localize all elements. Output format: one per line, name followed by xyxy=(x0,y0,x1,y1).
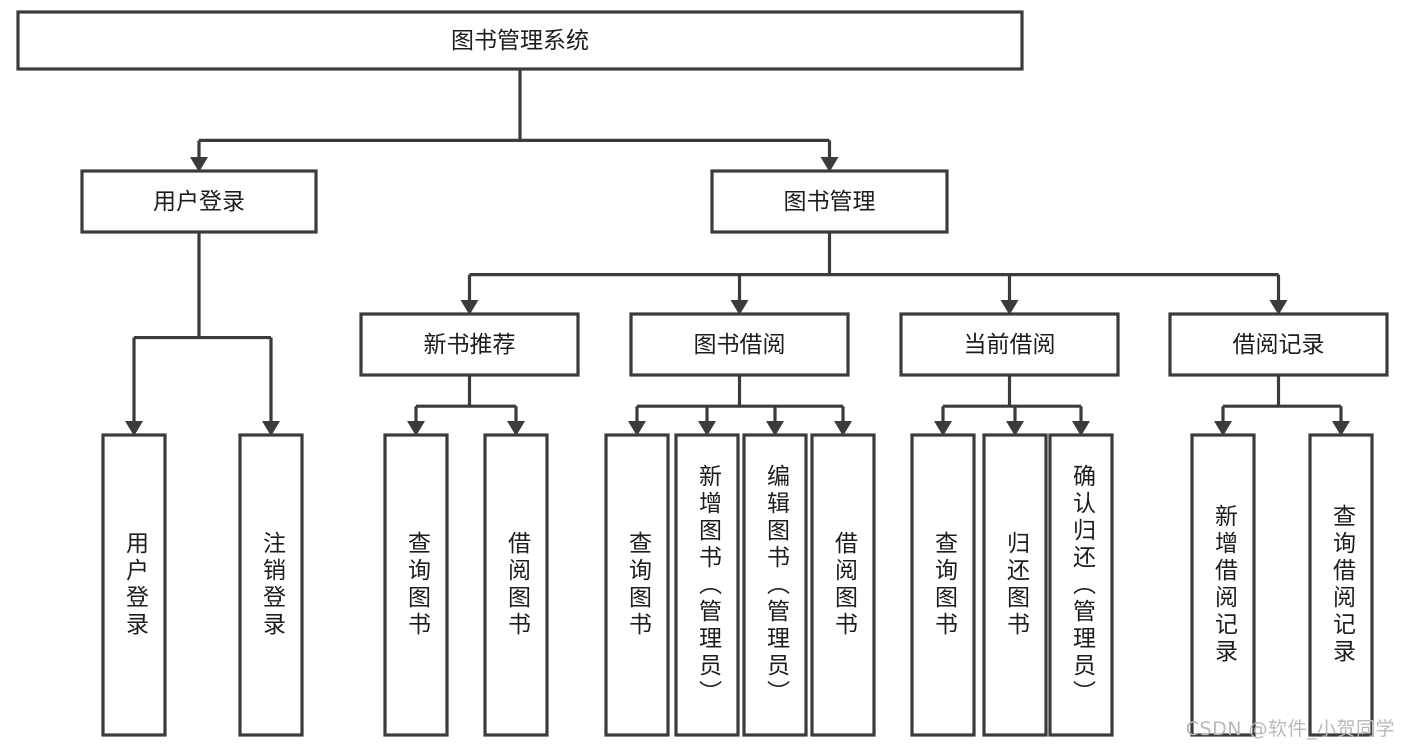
arrow-head-icon xyxy=(1072,421,1090,436)
node-box-leaf-query-book-3[interactable] xyxy=(910,433,976,737)
node-label-wrap-leaf-return-book: 归还图书 xyxy=(984,435,1046,735)
node-box-leaf-query-book-1[interactable] xyxy=(383,433,449,737)
arrow-head-icon xyxy=(934,421,952,436)
node-label-wrap-leaf-add-record: 新增借阅记录 xyxy=(1192,435,1254,735)
node-label-leaf-add-book: 新增图书（管理员） xyxy=(694,463,721,707)
arrow-head-icon xyxy=(1269,300,1288,315)
node-label-leaf-query-book-1: 查询图书 xyxy=(403,531,430,639)
arrow-head-icon xyxy=(1332,421,1350,436)
node-label-leaf-borrow-book-1: 借阅图书 xyxy=(503,531,530,639)
node-label-wrap-leaf-query-book-1: 查询图书 xyxy=(385,435,447,735)
watermark-text: CSDN @软件_小贺同学 xyxy=(1185,718,1395,740)
node-box-leaf-borrow-book-1[interactable] xyxy=(483,433,549,737)
node-label-new-book-rec: 新书推荐 xyxy=(424,332,516,358)
node-box-leaf-borrow-book-2[interactable] xyxy=(810,433,876,737)
arrow-head-icon xyxy=(766,421,784,436)
node-label-wrap-leaf-add-book: 新增图书（管理员） xyxy=(676,435,738,735)
arrow-head-icon xyxy=(125,421,143,436)
node-label-wrap-leaf-user-login: 用户登录 xyxy=(103,435,165,735)
node-box-book-borrow[interactable] xyxy=(629,312,850,377)
node-label-wrap-leaf-confirm-return: 确认归还（管理员） xyxy=(1050,435,1112,735)
node-label-current-borrow: 当前借阅 xyxy=(964,332,1056,358)
node-label-leaf-user-login: 用户登录 xyxy=(121,531,148,639)
arrow-head-icon xyxy=(628,421,646,436)
arrow-head-icon xyxy=(730,300,749,315)
arrow-head-icon xyxy=(1214,421,1232,436)
arrow-head-icon xyxy=(1000,300,1019,315)
arrow-head-icon xyxy=(698,421,716,436)
edges-layer xyxy=(125,69,1350,436)
node-label-leaf-return-book: 归还图书 xyxy=(1002,531,1029,639)
node-label-leaf-query-book-3: 查询图书 xyxy=(930,531,957,639)
arrow-head-icon xyxy=(1006,421,1024,436)
node-box-leaf-confirm-return[interactable] xyxy=(1048,433,1114,737)
node-label-leaf-add-record: 新增借阅记录 xyxy=(1210,504,1237,666)
arrow-head-icon xyxy=(262,421,280,436)
node-box-leaf-query-book-2[interactable] xyxy=(604,433,670,737)
node-label-wrap-leaf-query-book-3: 查询图书 xyxy=(912,435,974,735)
arrow-head-icon xyxy=(507,421,525,436)
node-label-leaf-confirm-return: 确认归还（管理员） xyxy=(1068,463,1095,707)
node-label-wrap-leaf-edit-book: 编辑图书（管理员） xyxy=(744,435,806,735)
node-label-wrap-leaf-query-record: 查询借阅记录 xyxy=(1310,435,1372,735)
node-label-wrap-leaf-borrow-book-1: 借阅图书 xyxy=(485,435,547,735)
arrow-head-icon xyxy=(820,157,839,172)
node-box-user-login[interactable] xyxy=(80,169,318,234)
node-box-leaf-edit-book[interactable] xyxy=(742,433,808,737)
node-label-borrow-record: 借阅记录 xyxy=(1233,332,1325,358)
node-box-new-book-rec[interactable] xyxy=(359,312,580,377)
node-label-leaf-logout: 注销登录 xyxy=(258,531,285,639)
node-box-leaf-query-record[interactable] xyxy=(1308,433,1374,737)
arrow-head-icon xyxy=(460,300,479,315)
node-label-wrap-leaf-borrow-book-2: 借阅图书 xyxy=(812,435,874,735)
arrow-head-icon xyxy=(190,157,208,172)
node-label-leaf-query-record: 查询借阅记录 xyxy=(1328,504,1355,666)
node-box-root[interactable] xyxy=(16,10,1024,71)
boxes-layer xyxy=(16,10,1389,737)
node-label-leaf-query-book-2: 查询图书 xyxy=(624,531,651,639)
arrow-head-icon xyxy=(834,421,852,436)
arrow-head-icon xyxy=(407,421,425,436)
node-label-user-login: 用户登录 xyxy=(153,189,245,215)
node-label-root: 图书管理系统 xyxy=(451,28,589,54)
node-label-book-borrow: 图书借阅 xyxy=(694,332,786,358)
node-box-current-borrow[interactable] xyxy=(899,312,1120,377)
node-box-book-manage[interactable] xyxy=(710,169,949,234)
node-label-leaf-edit-book: 编辑图书（管理员） xyxy=(762,463,789,707)
node-box-leaf-return-book[interactable] xyxy=(982,433,1048,737)
node-box-leaf-logout[interactable] xyxy=(238,433,304,737)
node-box-leaf-user-login[interactable] xyxy=(101,433,167,737)
node-box-leaf-add-record[interactable] xyxy=(1190,433,1256,737)
node-label-wrap-leaf-query-book-2: 查询图书 xyxy=(606,435,668,735)
node-box-borrow-record[interactable] xyxy=(1168,312,1389,377)
node-box-leaf-add-book[interactable] xyxy=(674,433,740,737)
node-label-leaf-borrow-book-2: 借阅图书 xyxy=(830,531,857,639)
node-label-wrap-leaf-logout: 注销登录 xyxy=(240,435,302,735)
node-label-book-manage: 图书管理 xyxy=(784,189,876,215)
